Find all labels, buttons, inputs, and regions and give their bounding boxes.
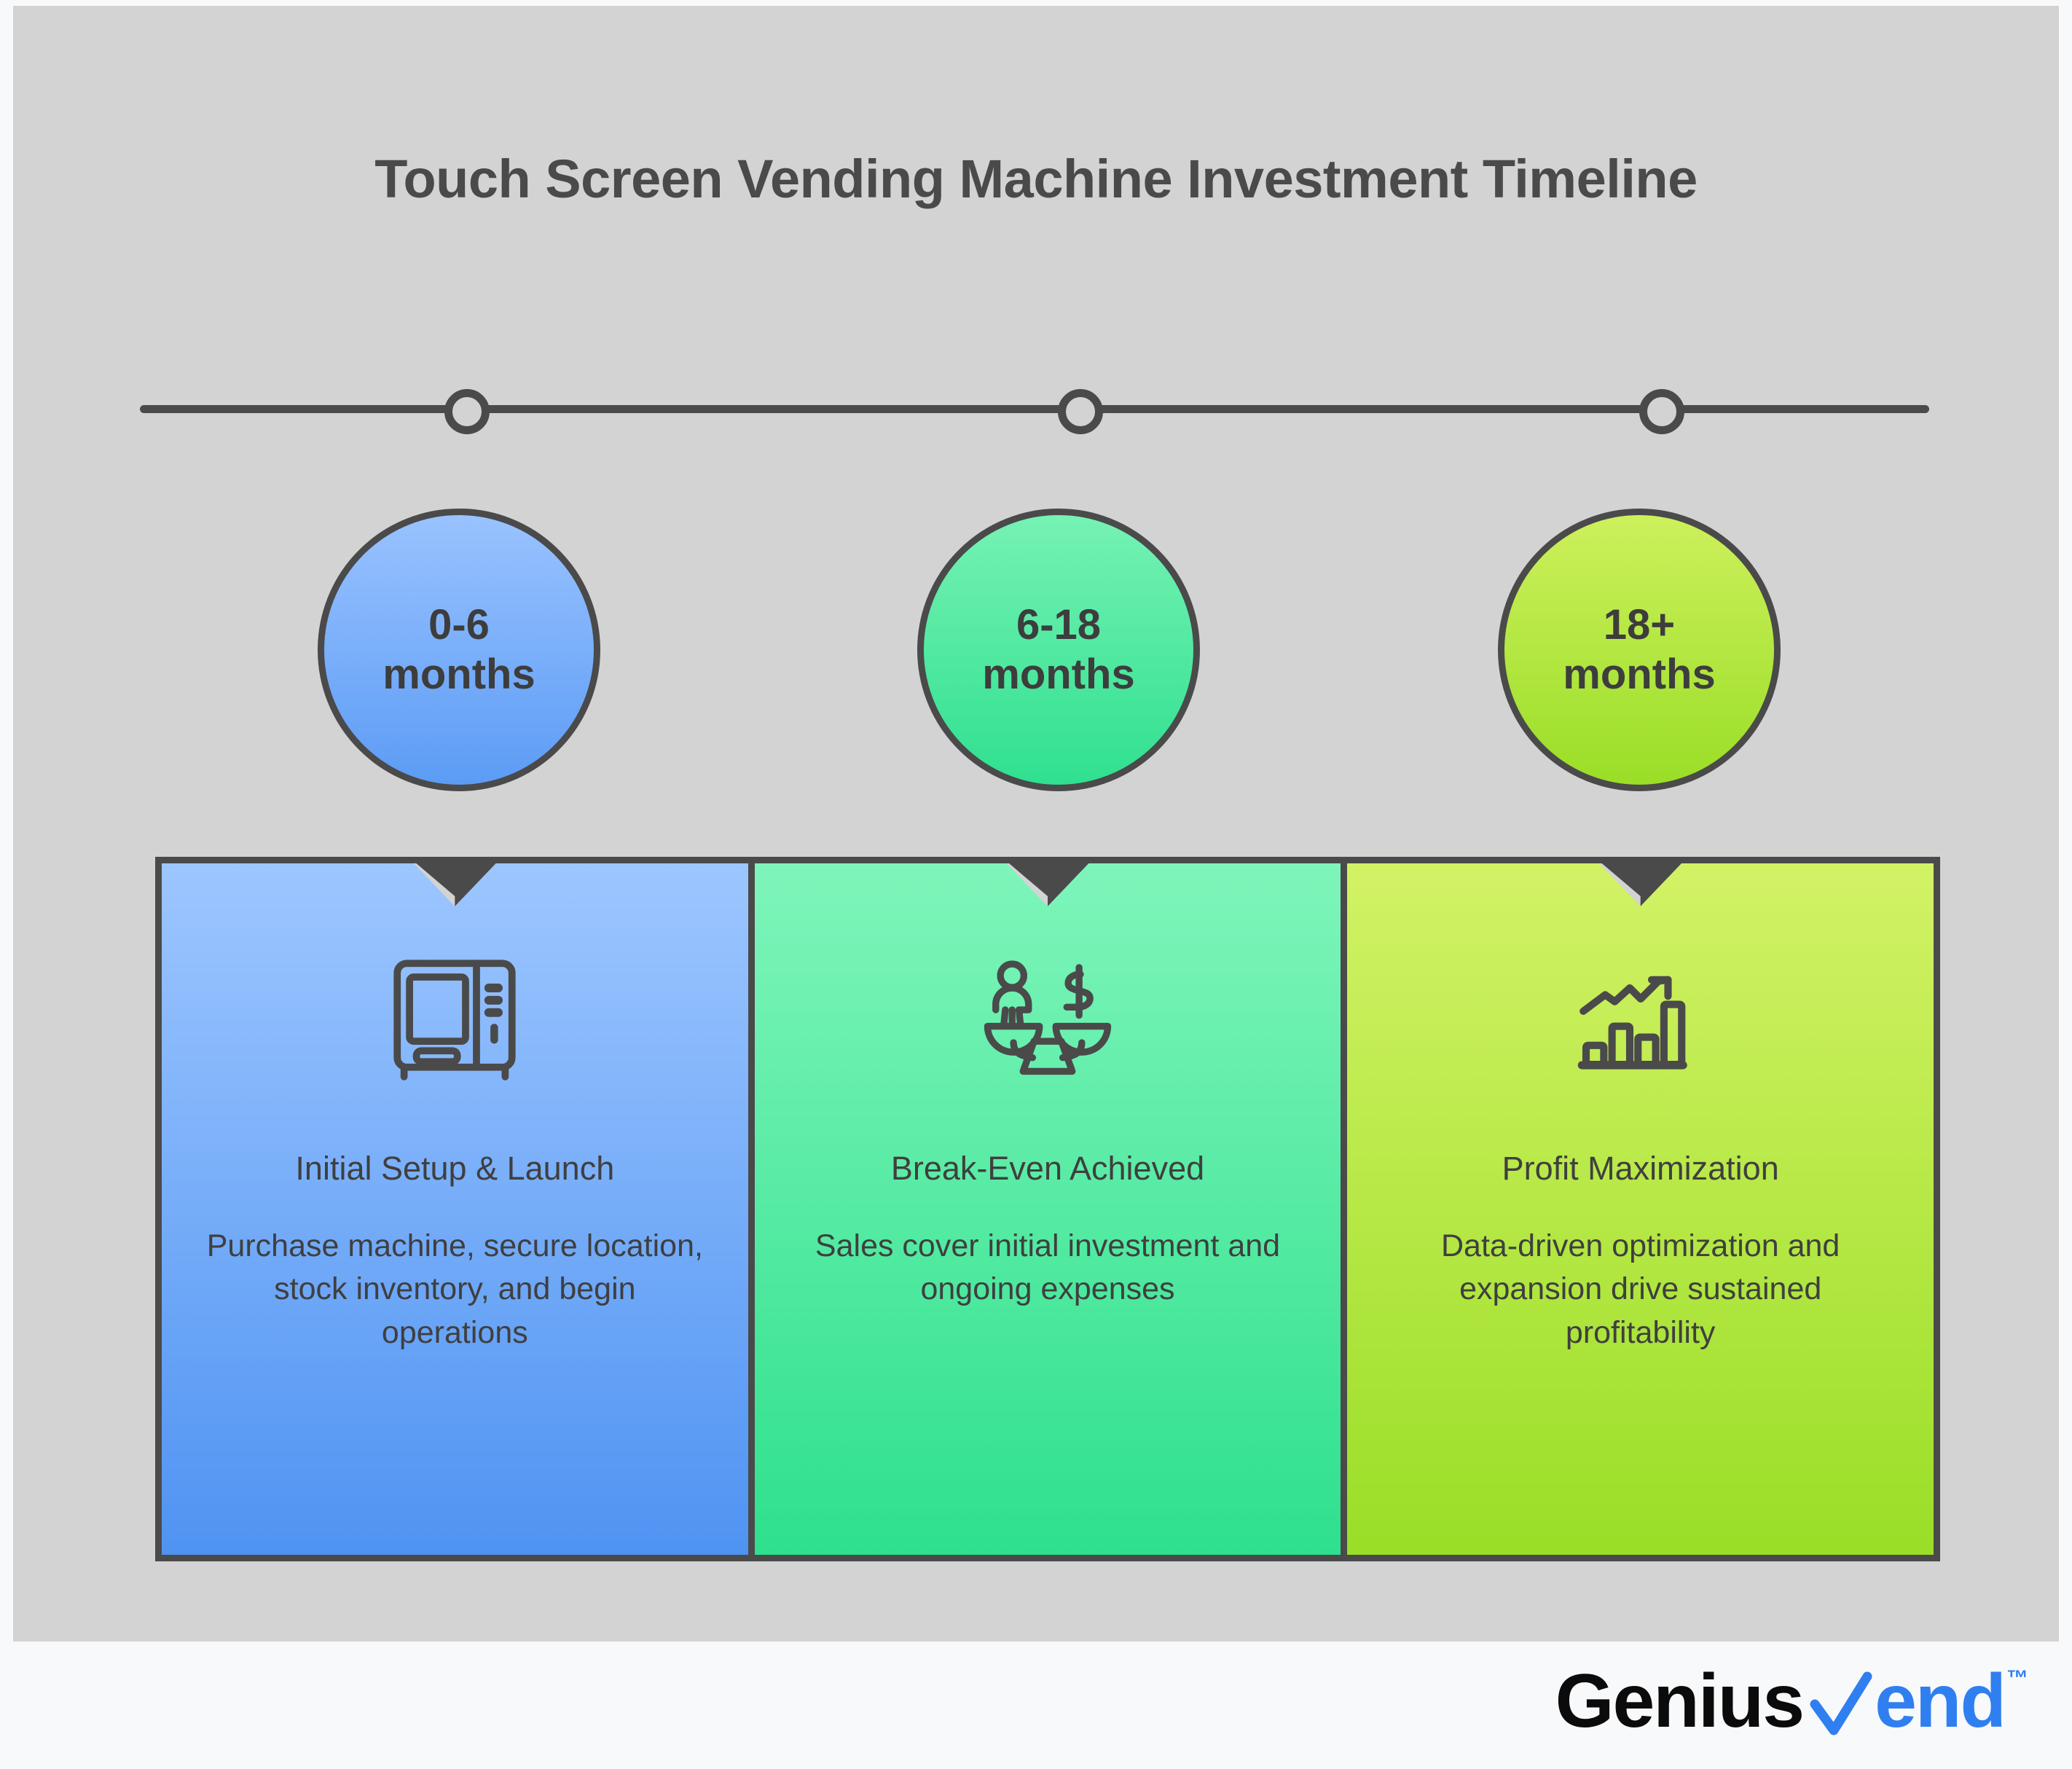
footer-bar: Genius end ™	[0, 1641, 2072, 1769]
phase-range-2: 6-18	[1016, 600, 1102, 648]
panel-notch-2	[1000, 863, 1095, 906]
page-title: Touch Screen Vending Machine Investment …	[374, 149, 1698, 209]
phase-panel-3: Profit Maximization Data-driven optimiza…	[1341, 863, 1934, 1555]
phase-heading-3: Profit Maximization	[1502, 1150, 1779, 1187]
timeline-marker-2	[1058, 389, 1103, 434]
phase-description-2: Sales cover initial investment and ongoi…	[815, 1228, 1281, 1307]
panel-notch-3	[1593, 863, 1688, 906]
phase-heading-1: Initial Setup & Launch	[295, 1150, 615, 1187]
phase-range-1: 0-6	[428, 600, 490, 648]
phase-panel-2: Break-Even Achieved Sales cover initial …	[747, 863, 1341, 1555]
phase-heading-2: Break-Even Achieved	[890, 1150, 1205, 1187]
timeline-axis	[140, 405, 1929, 413]
balance-scale-icon	[975, 954, 1121, 1088]
phase-circle-2: 6-18 months	[917, 509, 1200, 791]
phase-description-1: Purchase machine, secure location, stock…	[206, 1228, 703, 1350]
panel-notch-1	[407, 863, 503, 906]
infographic-stage: Touch Screen Vending Machine Investment …	[13, 6, 2059, 1641]
phase-range-3: 18+	[1603, 600, 1676, 648]
brand-logo: Genius end ™	[1555, 1659, 2028, 1743]
phase-panel-1: Initial Setup & Launch Purchase machine,…	[162, 863, 748, 1555]
phase-circle-3: 18+ months	[1498, 509, 1781, 791]
phase-circle-1: 0-6 months	[318, 509, 600, 791]
timeline-marker-3	[1639, 389, 1684, 434]
phase-unit-2: months	[982, 651, 1135, 698]
phase-description-3: Data-driven optimization and expansion d…	[1441, 1228, 1840, 1350]
trademark-symbol: ™	[2006, 1666, 2028, 1690]
checkmark-icon	[1805, 1663, 1877, 1739]
logo-text-vend: end	[1875, 1659, 2006, 1743]
logo-text-genius: Genius	[1555, 1659, 1805, 1743]
timeline-marker-1	[444, 389, 490, 434]
vending-machine-icon	[382, 954, 527, 1088]
phase-panels: Initial Setup & Launch Purchase machine,…	[155, 857, 1940, 1561]
phase-unit-1: months	[382, 651, 535, 698]
phase-unit-3: months	[1563, 651, 1716, 698]
growth-bar-chart-icon	[1568, 954, 1714, 1088]
